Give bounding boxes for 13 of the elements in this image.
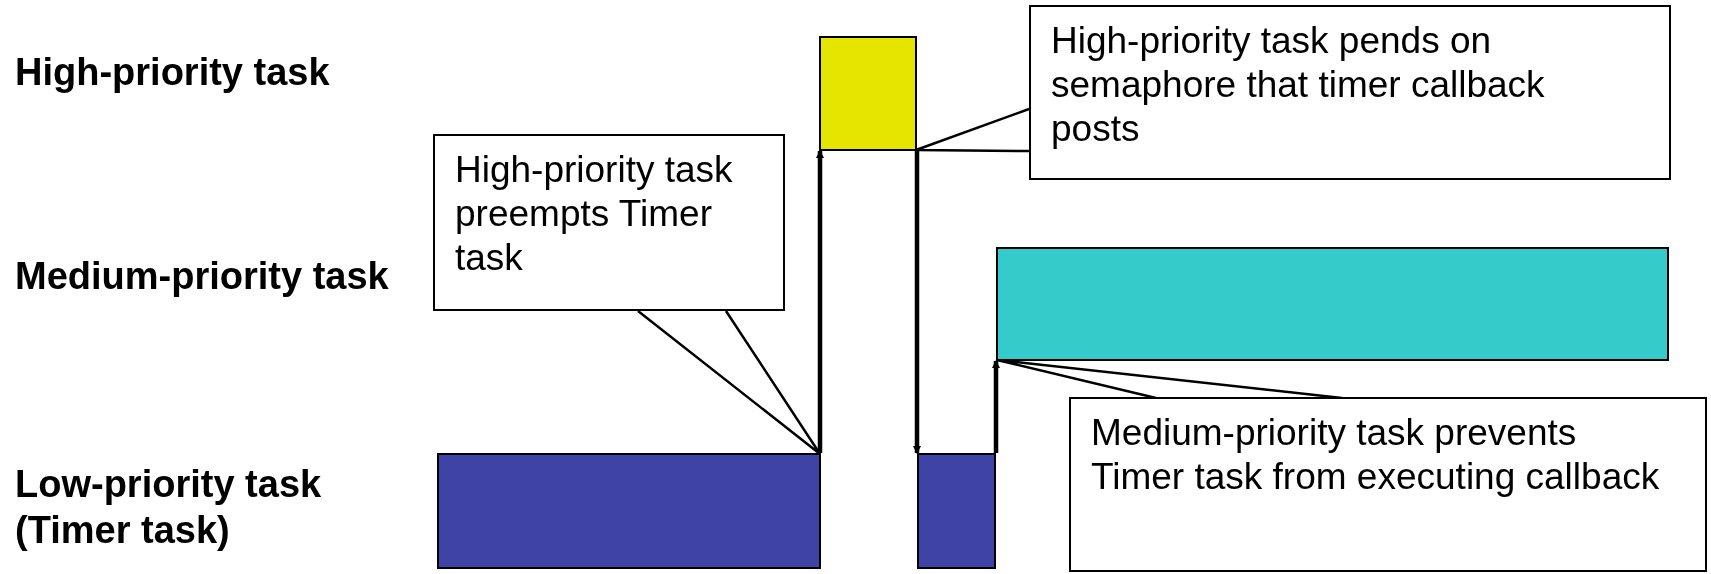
row-label: High-priority task bbox=[15, 50, 331, 95]
arrow bbox=[992, 360, 1000, 453]
high-priority-task-bar bbox=[819, 36, 917, 151]
row-label: Medium-priority task bbox=[15, 254, 390, 299]
low-priority-task-bar bbox=[437, 453, 821, 569]
callout-box: Medium-priority task prevents Timer task from executing callback bbox=[1069, 397, 1707, 572]
arrow bbox=[816, 150, 824, 453]
low-priority-task-bar bbox=[917, 453, 996, 569]
arrow bbox=[913, 151, 921, 454]
medium-priority-task-bar bbox=[996, 247, 1669, 361]
callout-box: High-priority task preempts Timer task bbox=[433, 134, 785, 311]
row-label: Low-priority task (Timer task) bbox=[15, 462, 323, 553]
callout-box: High-priority task pends on semaphore that timer callback posts bbox=[1029, 5, 1671, 180]
